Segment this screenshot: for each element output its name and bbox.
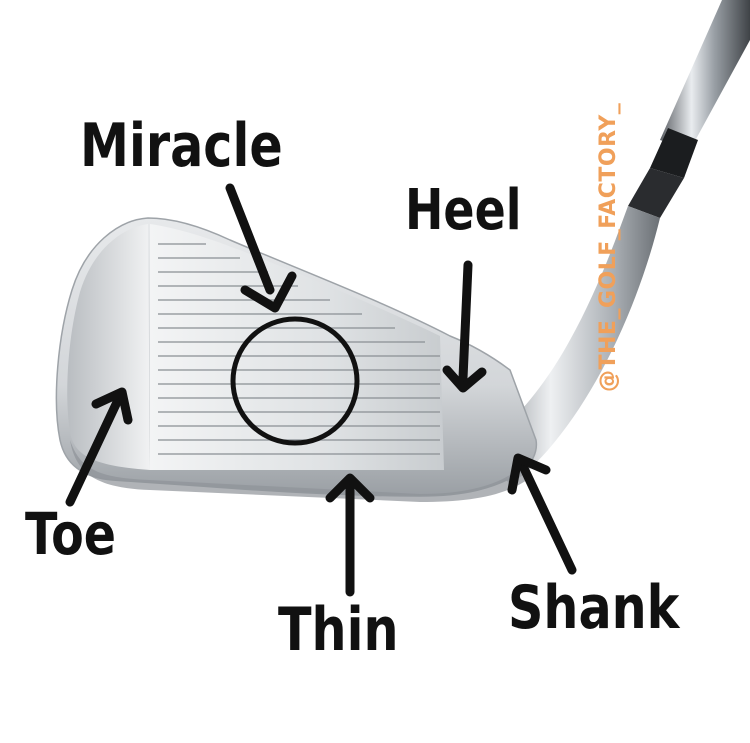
club-sole xyxy=(70,440,530,502)
toe-label: Toe xyxy=(25,500,117,568)
face-grooves xyxy=(158,243,440,455)
heel-label: Heel xyxy=(405,178,522,243)
watermark: @THE_GOLF_FACTORY_ xyxy=(596,102,621,392)
club-face xyxy=(150,224,444,470)
miracle-label: Miracle xyxy=(80,111,283,181)
shank-arrow xyxy=(507,453,577,575)
toe-arrow xyxy=(65,387,133,507)
shaft xyxy=(628,0,750,218)
arrows xyxy=(65,183,577,597)
shank-label: Shank xyxy=(508,573,680,643)
sweet-spot-circle xyxy=(230,316,360,446)
miracle-arrow xyxy=(225,183,297,313)
thin-label: Thin xyxy=(278,595,399,665)
heel-arrow xyxy=(442,260,487,393)
toe-panel xyxy=(67,224,150,470)
thin-arrow xyxy=(325,473,375,597)
